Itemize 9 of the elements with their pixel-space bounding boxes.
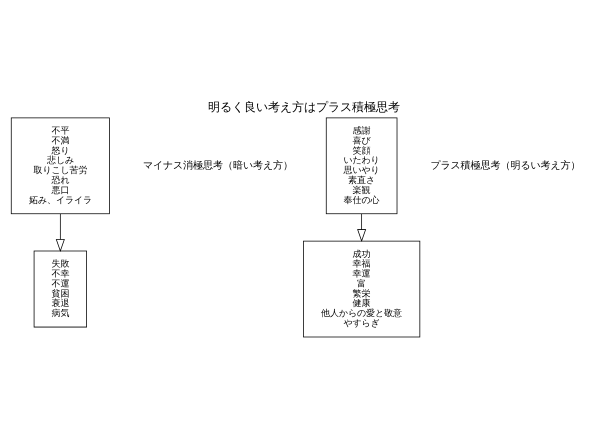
label: プラス積極思考（明るい考え方） [430, 160, 580, 172]
arrow [357, 214, 366, 242]
node-box: 不平 不満 怒り 悲しみ 取りこし苦労 恐れ 悪口 妬み、イライラ [10, 117, 110, 214]
arrow [56, 214, 65, 252]
label: マイナス消極思考（暗い考え方） [142, 160, 293, 172]
diagram-title: 明るく良い考え方はプラス積極思考 [208, 100, 400, 114]
node-box: 成功 幸福 幸運 富 繁栄 健康 他人からの愛と敬意 やすらぎ [303, 240, 420, 338]
node-box: 感謝 喜び 笑顔 いたわり 思いやり 素直さ 楽観 奉仕の心 [326, 117, 398, 214]
node-box: 失敗 不幸 不運 貧困 衰退 病気 [34, 250, 87, 328]
